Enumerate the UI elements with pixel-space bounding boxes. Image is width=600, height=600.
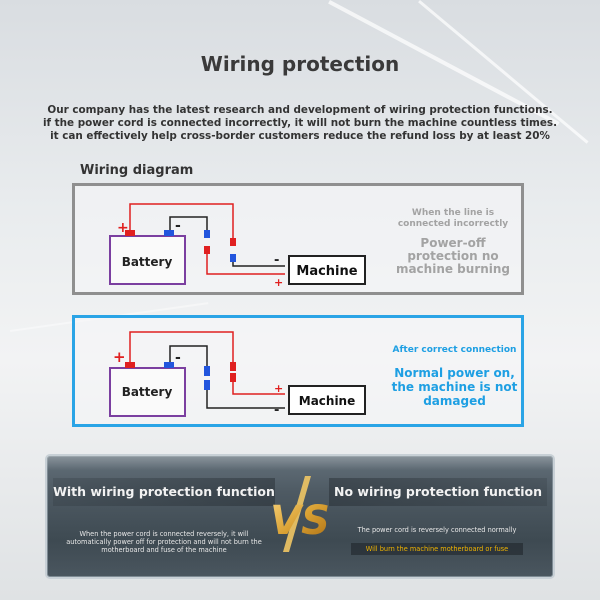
black-wire	[206, 390, 285, 409]
battery-body	[109, 235, 186, 285]
vs-logo: VS	[270, 476, 330, 552]
black-wire	[169, 216, 208, 238]
vs-slash	[283, 476, 311, 552]
wrong-connection-panel: Battery + - Machine - + When the line is…	[72, 183, 524, 295]
minus-sign: -	[175, 218, 181, 234]
with-protection-description: When the power cord is connected reverse…	[66, 530, 262, 554]
connector	[204, 246, 210, 254]
correct-connection-caption: After correct connection	[392, 345, 517, 355]
red-wire	[129, 331, 234, 364]
connector	[204, 366, 210, 376]
banner-shine	[47, 456, 553, 470]
black-wire	[169, 345, 208, 368]
battery-terminal-negative	[164, 362, 174, 368]
wrong-connection-caption: When the line is connected incorrectly	[397, 208, 509, 229]
battery-label: Battery	[122, 385, 173, 399]
minus-sign: -	[274, 253, 279, 268]
with-protection-heading: With wiring protection function	[53, 478, 275, 506]
plus-sign: +	[113, 348, 126, 366]
battery-label: Battery	[122, 255, 173, 269]
wrong-wiring-diagram: Battery + - Machine - +	[109, 203, 366, 289]
black-wire	[232, 262, 285, 267]
correct-connection-panel: Battery + - Machine + - After correct co…	[72, 315, 524, 427]
intro-text: Our company has the latest research and …	[20, 104, 580, 143]
connector	[230, 238, 236, 246]
connector	[230, 362, 236, 371]
diagram-label: Wiring diagram	[80, 163, 194, 178]
connector	[230, 373, 236, 382]
vs-text: VS	[270, 498, 330, 544]
comparison-banner: With wiring protection function No wirin…	[45, 454, 555, 579]
connector	[204, 380, 210, 390]
connector	[204, 230, 210, 238]
machine-label: Machine	[299, 394, 356, 408]
no-protection-heading: No wiring protection function	[329, 478, 547, 506]
machine-body	[288, 385, 366, 415]
no-protection-warning: Will burn the machine motherboard or fus…	[351, 543, 523, 555]
no-protection-description: The power cord is reversely connected no…	[357, 526, 517, 534]
battery-terminal-positive	[125, 230, 135, 236]
red-wire	[206, 254, 285, 275]
minus-sign: -	[274, 403, 279, 418]
red-wire	[232, 380, 285, 395]
battery-terminal-negative	[164, 230, 174, 236]
power-off-protection-text: Power-off protection no machine burning	[395, 236, 511, 276]
intro-line: Our company has the latest research and …	[47, 104, 553, 116]
red-wire	[129, 203, 234, 246]
machine-label: Machine	[296, 264, 357, 279]
battery-body	[109, 367, 186, 417]
intro-line: if the power cord is connected incorrect…	[42, 117, 558, 129]
correct-wiring-diagram: Battery + - Machine + -	[109, 331, 366, 418]
intro-line: it can effectively help cross-border cus…	[50, 130, 550, 142]
minus-sign: -	[175, 350, 181, 366]
normal-power-text: Normal power on, the machine is not dama…	[391, 366, 518, 408]
plus-sign: +	[274, 382, 283, 395]
plus-sign: +	[117, 220, 129, 236]
machine-body	[288, 255, 366, 285]
page-title: Wiring protection	[200, 52, 400, 76]
plus-sign: +	[274, 276, 283, 289]
connector	[230, 254, 236, 262]
battery-terminal-positive	[125, 362, 135, 368]
